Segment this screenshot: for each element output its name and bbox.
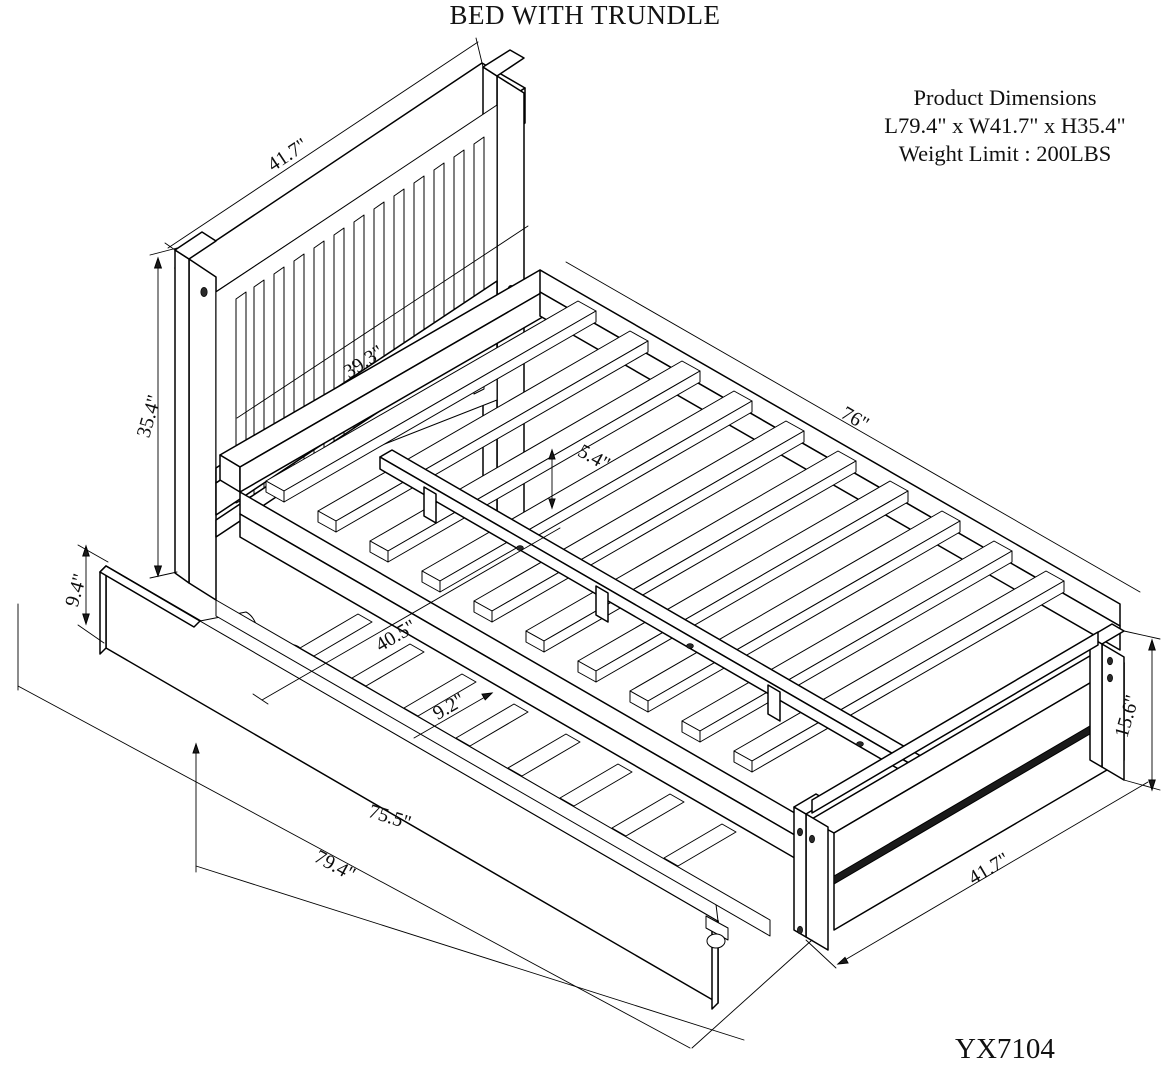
footboard-upper-rail	[811, 631, 1099, 814]
headboard-left-post-side	[174, 249, 190, 584]
dim-line-headboard-inner	[236, 225, 529, 419]
trundle-slat	[611, 793, 685, 837]
footboard-left-post-bolt	[797, 827, 803, 837]
dim-arrow-footboard-height-bottom	[1148, 779, 1156, 792]
headboard-left-post-front	[188, 258, 217, 601]
dim-ext-footboard-height-bottom	[1123, 779, 1161, 791]
dim-ext-footboard-height-top	[1123, 630, 1161, 640]
trundle-slat-group	[299, 613, 737, 867]
page-title: BED WITH TRUNDLE	[449, 0, 721, 30]
dim-ext-trundle-height-bottom	[77, 624, 105, 644]
center-support-leg	[595, 585, 609, 623]
headboard-left-post-bolt-hole	[200, 287, 208, 297]
dim-arrow-trundle-height-bottom	[82, 613, 90, 626]
trundle-slat	[403, 673, 477, 717]
footboard-right-post-bolt	[1107, 656, 1113, 666]
mattress-slat	[369, 540, 389, 563]
dim-line-overall-length	[17, 685, 691, 1049]
mattress-slat	[283, 310, 597, 503]
trundle-slat	[351, 643, 425, 687]
trundle-slat	[559, 763, 633, 807]
footboard-right-post-side	[1089, 636, 1103, 768]
center-beam-bolt	[516, 545, 524, 551]
dim-label-headboard-width-top: 41.7"	[264, 134, 312, 176]
dim-arrow-slat-spacing-top	[548, 448, 556, 460]
dim-arrow-slat-spacing-bottom	[548, 498, 556, 510]
dim-label-headboard-height: 35.4"	[133, 393, 166, 441]
trundle-caster	[705, 915, 729, 949]
dim-line-headboard-width	[167, 41, 479, 249]
dim-ext-overall-right	[691, 939, 813, 1049]
trundle-slat	[299, 613, 373, 657]
dim-arrow-footboard-width	[836, 956, 849, 965]
dim-line-footboard-width	[837, 781, 1149, 965]
product-specs: Product Dimensions L79.4" x W41.7" x H35…	[840, 84, 1170, 168]
dim-ext-trundle-width-a	[252, 693, 269, 705]
center-support-leg	[767, 684, 781, 722]
trundle-back-rail	[215, 599, 771, 937]
mattress-slat	[317, 510, 337, 533]
dim-arrow-footboard-height-top	[1148, 638, 1156, 651]
center-support-leg	[423, 486, 437, 524]
dim-arrow-headboard-height-bottom	[153, 565, 163, 578]
center-beam-bolt	[856, 741, 864, 747]
dim-arrow-trundle-height-top	[82, 544, 90, 557]
dim-ext-headboard-height-bottom	[149, 571, 178, 579]
mattress-slat	[577, 660, 597, 683]
dim-label-trundle-height: 9.4"	[61, 571, 91, 609]
mattress-slat	[681, 720, 701, 743]
dim-ext-footboard-width-left	[805, 939, 837, 969]
footboard-left-post-bolt	[797, 925, 803, 935]
center-beam-bolt	[686, 643, 694, 649]
dim-label-side-rail-length: 76"	[837, 402, 872, 435]
footboard-left-post-side	[793, 806, 807, 938]
headboard-left-post-top	[174, 231, 217, 260]
mattress-slat	[421, 570, 441, 593]
dim-line-side-rail-76	[565, 261, 1141, 593]
mattress-slat	[525, 630, 545, 653]
trundle-slat	[663, 823, 737, 867]
spec-line-dimensions-label: Product Dimensions	[913, 85, 1097, 110]
footboard-assembly	[793, 623, 1125, 951]
dim-line-trundle-length	[195, 865, 745, 1041]
trundle-slat	[455, 703, 529, 747]
model-number: YX7104	[955, 1033, 1055, 1065]
footboard-left-post-bolt	[809, 834, 815, 844]
dim-label-overall-length: 79.4"	[311, 846, 359, 886]
spec-line-dimensions-value: L79.4" x W41.7" x H35.4"	[884, 113, 1126, 138]
caster-bracket	[705, 915, 729, 941]
dim-line-trundle-width	[261, 527, 561, 701]
caster-wheel	[706, 933, 726, 949]
dim-arrow-headboard-height-top	[153, 256, 163, 269]
headboard-right-post-top	[482, 49, 525, 77]
footboard-right-post-bolt	[1107, 673, 1113, 683]
dim-line-trundle-clearance	[413, 692, 493, 739]
dim-label-footboard-width: 41.7"	[965, 848, 1013, 889]
dim-ext-headboard-width-b	[475, 37, 484, 68]
dim-ext-headboard-height-top	[149, 247, 178, 256]
mattress-slat	[629, 690, 649, 713]
mattress-slat	[473, 600, 493, 623]
footboard-left-post-front	[805, 813, 829, 951]
trundle-drawer	[99, 565, 771, 1010]
spec-line-weight-limit: Weight Limit : 200LBS	[898, 141, 1112, 166]
trundle-slat	[507, 733, 581, 777]
dim-arrow-trundle-clearance	[481, 692, 494, 701]
dim-ext-trundle-height-top	[77, 544, 109, 563]
dim-arrow-trundle-length-left	[192, 742, 200, 754]
mattress-slat	[733, 750, 753, 773]
